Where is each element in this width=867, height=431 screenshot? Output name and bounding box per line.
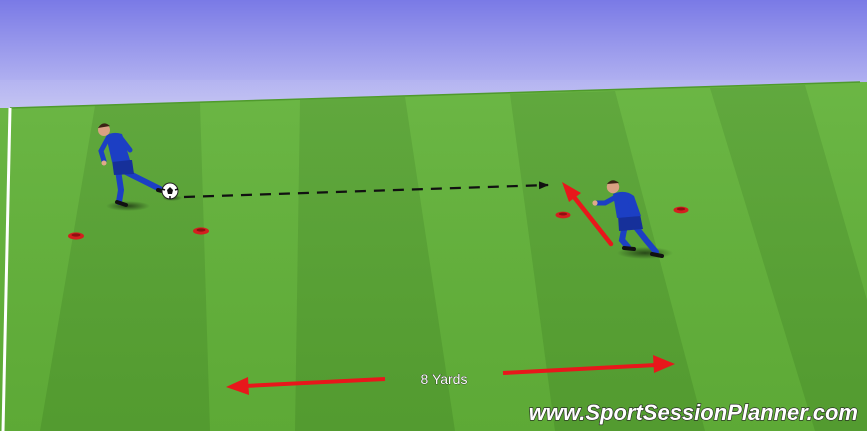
watermark-text: www.SportSessionPlanner.com: [529, 400, 858, 425]
distance-label: 8 Yards: [421, 371, 468, 387]
